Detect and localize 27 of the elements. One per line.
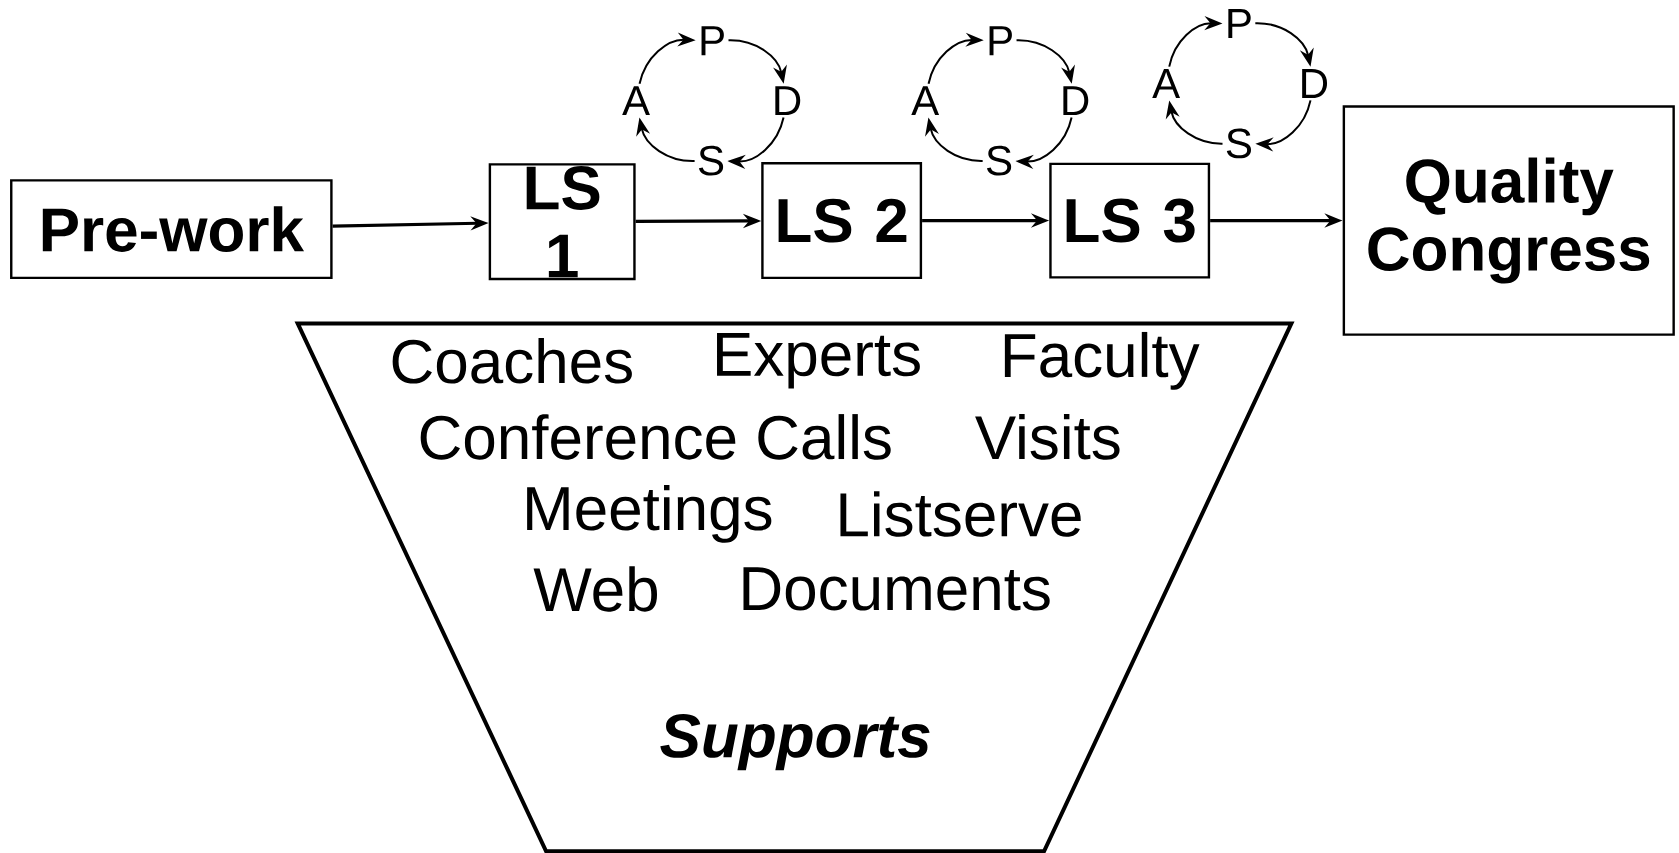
support-label: Documents: [743, 567, 1050, 611]
support-label: Conference Calls: [420, 413, 891, 460]
process-box: Pre-work: [10, 179, 333, 279]
support-label: Experts: [717, 332, 920, 389]
support-label: Meetings: [527, 484, 772, 543]
support-label: Visits: [975, 413, 1120, 460]
process-box: Quality Congress: [1342, 105, 1675, 336]
cycle-letter: A: [911, 86, 940, 115]
support-label: Faculty: [1004, 331, 1200, 390]
support-label: Listserve: [840, 491, 1081, 537]
support-label: Coaches: [392, 337, 632, 384]
process-box: LS 3: [1049, 162, 1211, 279]
cycle-letter: A: [1152, 68, 1181, 98]
cycle-letter: S: [986, 145, 1012, 176]
cycle-letter: D: [1063, 86, 1089, 115]
cycle-letter: P: [1228, 8, 1251, 38]
cycle-letter: A: [622, 86, 650, 115]
cycle-letter: P: [989, 26, 1012, 55]
cycle-letter: S: [698, 145, 724, 176]
cycle-letter: S: [1226, 128, 1251, 159]
cycle-letter: D: [1302, 68, 1328, 98]
funnel-title: Supports: [660, 713, 930, 770]
process-box: LS 2: [761, 161, 923, 279]
process-box: LS 1: [488, 162, 636, 280]
support-label: Web: [533, 565, 657, 612]
cycle-letter: D: [775, 86, 801, 115]
cycle-letter: P: [701, 26, 724, 55]
